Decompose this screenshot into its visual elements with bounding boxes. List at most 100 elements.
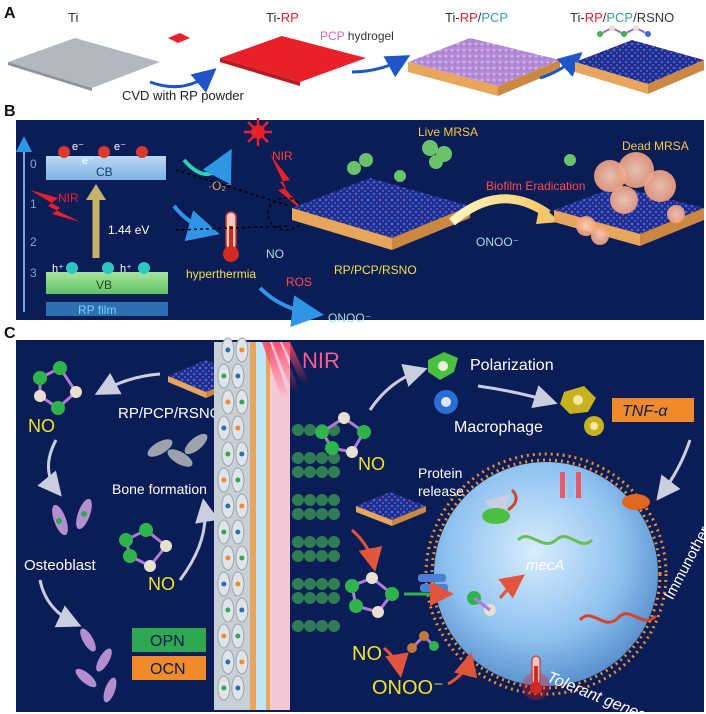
thermometer-bottom-icon — [522, 655, 550, 700]
arrow-onoo — [258, 286, 324, 328]
membrane-channel-icon — [560, 472, 581, 498]
label-macrophage: Macrophage — [454, 419, 543, 436]
panel-b-letter: B — [4, 103, 16, 120]
biofilm-bacterium — [304, 578, 316, 590]
bone-cell-nucleus — [225, 503, 231, 509]
no-molecule-inside-icon — [467, 591, 496, 616]
electron-label-3: e⁻ — [114, 141, 126, 153]
bone-cell-nucleus — [239, 399, 245, 405]
biofilm-bacterium — [292, 508, 304, 520]
arrow-red-4 — [447, 652, 478, 686]
axis-tick-3: 3 — [30, 266, 37, 280]
biofilm-bacterium — [316, 452, 328, 464]
label-nir-c: NIR — [302, 348, 340, 373]
no-molecule-mid-left-icon — [119, 523, 172, 572]
lightning-nir-left-icon — [30, 190, 80, 222]
bone-cell-nucleus — [239, 503, 245, 509]
label-no-bottom: NO — [352, 643, 382, 665]
tnf-box — [612, 398, 694, 422]
sample-c2-side — [392, 506, 426, 526]
electron-label-2: e⁻ — [82, 155, 94, 167]
bone-cell-nucleus — [221, 581, 227, 587]
biofilm-bacterium — [316, 592, 328, 604]
nir-beams — [262, 342, 310, 400]
bone-cell-nucleus — [235, 581, 241, 587]
label-ocn: OCN — [150, 661, 186, 678]
label-rp-pcp-rsno-c: RP/PCP/RSNO — [118, 405, 221, 422]
biofilm-bacterium — [292, 578, 304, 590]
biofilm-bacterium — [292, 550, 304, 562]
bone-cell-nucleus — [221, 477, 227, 483]
biofilm-bacterium — [292, 452, 304, 464]
ti-plate-edge — [8, 62, 92, 91]
rp-flake — [168, 33, 190, 43]
biofilm-bacterium — [304, 620, 316, 632]
biofilm-bacterium — [304, 508, 316, 520]
bone-cell-nucleus — [225, 659, 231, 665]
axis-tick-2: 2 — [30, 235, 37, 249]
biofilm-bacterium — [316, 578, 328, 590]
ti-rp-pcp-top — [408, 38, 560, 86]
label-sample-b: RP/PCP/RSNO — [334, 263, 417, 277]
conduction-band — [46, 156, 166, 180]
biofilm-bacterium — [328, 578, 340, 590]
label-polarization: Polarization — [470, 357, 554, 374]
arrow-cvd — [149, 68, 217, 93]
dna-meca-icon — [516, 535, 594, 545]
ti-rp-pcp-front — [408, 62, 498, 96]
bone-cell-nucleus — [225, 347, 231, 353]
bone-cell-nucleus — [239, 347, 245, 353]
label-onoo-mid: ONOO⁻ — [476, 235, 519, 249]
protein-green-icon — [482, 508, 510, 524]
arrow-polarization — [477, 384, 558, 409]
arrow-to-bone-formation — [178, 498, 219, 581]
ti-rp-pcp-rsno-side — [648, 60, 704, 94]
arrow-red-2 — [498, 574, 525, 599]
lightning-nir-top-icon — [270, 154, 304, 212]
biofilm-bacterium — [328, 452, 340, 464]
label-tnf: TNF-α — [622, 403, 668, 420]
label-protein-release-1: Protein — [418, 465, 462, 481]
label-pcp-hydrogel: PCP hydrogel — [320, 29, 394, 43]
panel-a-letter: A — [4, 5, 16, 22]
ti-plate — [8, 38, 160, 88]
label-ti-rp-pcp: Ti-RP/PCP — [445, 10, 508, 25]
ti-rp-pcp-rsno-front — [575, 62, 648, 94]
electron-3 — [136, 146, 148, 158]
sample-c-front — [168, 376, 206, 398]
biofilm-bacterium — [328, 536, 340, 548]
biofilm-bacterium — [292, 592, 304, 604]
bone-cells-icon — [147, 433, 208, 467]
label-no-center: NO — [358, 454, 385, 474]
axis-tick-0: 0 — [30, 157, 37, 171]
arrow-no-to-osteoblast — [37, 439, 62, 497]
ti-rp-plate — [220, 36, 366, 82]
electron-label-1: e⁻ — [72, 141, 84, 153]
label-no-top-left: NO — [28, 416, 55, 436]
biofilm-bacterium — [316, 508, 328, 520]
biofilm-bacterium — [328, 494, 340, 506]
rp-film — [46, 302, 168, 316]
biofilm-bacterium — [316, 536, 328, 548]
hole-label-2: h⁺ — [120, 263, 132, 275]
label-eradication: Biofilm Eradication — [486, 179, 585, 193]
thermometer-icon — [223, 211, 239, 262]
label-ti: Ti — [68, 10, 78, 25]
biofilm-bacterium — [304, 452, 316, 464]
biofilm-bacterium — [292, 536, 304, 548]
macrophage-m1-icon — [560, 386, 604, 436]
biofilm-bacterium — [328, 466, 340, 478]
biofilm-bacterium — [304, 592, 316, 604]
dead-mrsa-cells — [564, 152, 685, 245]
bone-cell-nucleus — [221, 373, 227, 379]
label-ti-rp-pcp-rsno: Ti-RP/PCP/RSNO — [570, 10, 674, 25]
bone-cell-nucleus — [235, 477, 241, 483]
valence-band — [46, 272, 168, 294]
arrow-red-3 — [383, 646, 409, 678]
arrow-red-1 — [351, 528, 383, 572]
label-live-mrsa: Live MRSA — [418, 125, 478, 139]
label-onoo-c: ONOO⁻ — [372, 677, 444, 699]
label-vb: VB — [96, 278, 112, 292]
bacterium-wall-inner — [430, 458, 662, 690]
